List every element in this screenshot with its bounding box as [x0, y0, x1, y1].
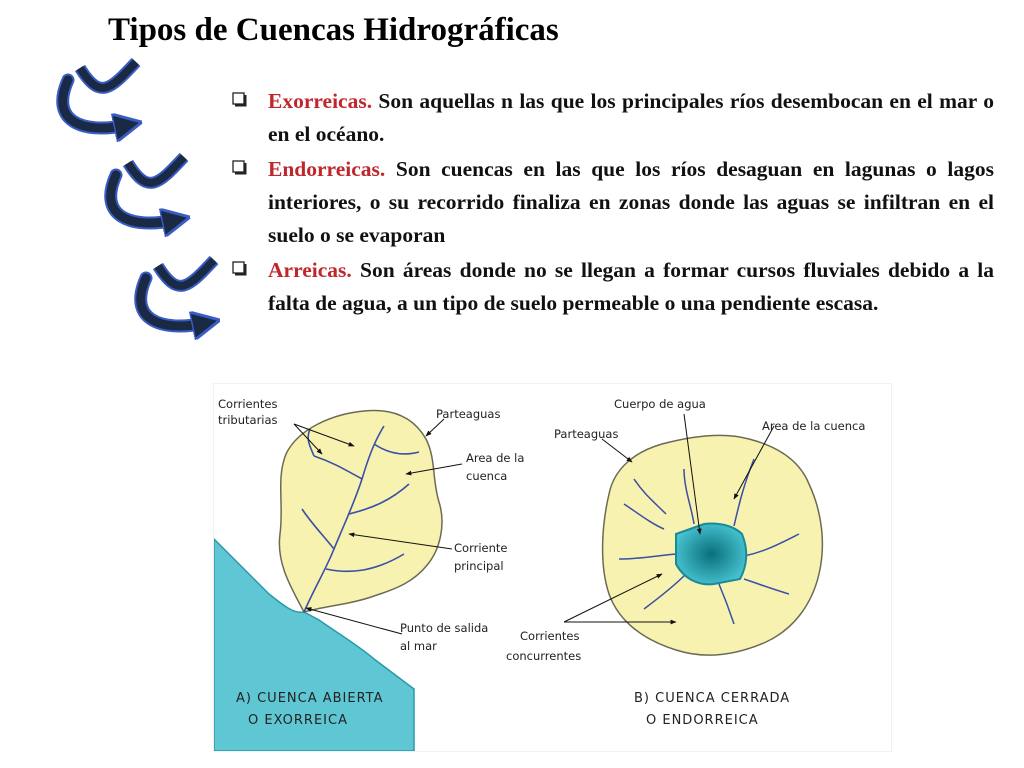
- label-outlet-2: al mar: [400, 639, 437, 653]
- label-water-body: Cuerpo de agua: [614, 397, 706, 411]
- bullet-term: Exorreicas.: [268, 89, 373, 113]
- bullet-text: Son cuencas en las que los ríos desaguan…: [268, 157, 994, 247]
- label-area-open-1: Area de la: [466, 451, 524, 465]
- label-area-closed: Area de la cuenca: [762, 419, 865, 433]
- bullet-term: Endorreicas.: [268, 157, 386, 181]
- label-area-open-2: cuenca: [466, 469, 507, 483]
- bullet-endorreicas: Endorreicas. Son cuencas en las que los …: [232, 153, 994, 252]
- lake: [675, 522, 748, 586]
- open-basin: Corrientes tributarias Parteaguas Area d…: [214, 397, 524, 751]
- bullet-list: Exorreicas. Son aquellas n las que los p…: [232, 85, 994, 322]
- curved-arrows-decoration: [56, 57, 220, 350]
- bullet-arreicas: Arreicas. Son áreas donde no se llegan a…: [232, 254, 994, 320]
- caption-open-2: O EXORREICA: [248, 713, 348, 728]
- bullet-text: Son áreas donde no se llegan a formar cu…: [268, 258, 994, 315]
- checkbox-bullet-icon: [232, 92, 247, 107]
- basin-diagram: Corrientes tributarias Parteaguas Area d…: [213, 383, 892, 752]
- bullet-exorreicas: Exorreicas. Son aquellas n las que los p…: [232, 85, 994, 151]
- bullet-text: Son aquellas n las que los principales r…: [268, 89, 994, 146]
- label-outlet-1: Punto de salida: [400, 621, 488, 635]
- caption-closed-1: B) CUENCA CERRADA: [634, 691, 790, 706]
- label-streams-2: concurrentes: [506, 649, 581, 663]
- curved-arrow-icon: [104, 152, 184, 223]
- label-tributaries-2: tributarias: [218, 413, 278, 427]
- bullet-term: Arreicas.: [268, 258, 352, 282]
- label-streams-1: Corrientes: [520, 629, 579, 643]
- closed-river-network: [618, 458, 800, 625]
- caption-closed-2: O ENDORREICA: [646, 713, 759, 728]
- river-network: [301, 425, 420, 613]
- label-main-stream-2: principal: [454, 559, 504, 573]
- checkbox-bullet-icon: [232, 160, 247, 175]
- label-tributaries-1: Corrientes: [218, 397, 277, 411]
- closed-basin: Cuerpo de agua Parteaguas Area de la cue…: [506, 397, 865, 728]
- curved-arrow-icon: [56, 57, 136, 128]
- sea-area: [214, 537, 415, 751]
- slide-title: Tipos de Cuencas Hidrográficas: [108, 12, 559, 48]
- caption-open-1: A) CUENCA ABIERTA: [236, 691, 384, 706]
- curved-arrow-icon: [134, 255, 214, 326]
- label-main-stream-1: Corriente: [454, 541, 507, 555]
- checkbox-bullet-icon: [232, 261, 247, 276]
- label-divide-open: Parteaguas: [436, 407, 500, 421]
- label-divide-closed: Parteaguas: [554, 427, 618, 441]
